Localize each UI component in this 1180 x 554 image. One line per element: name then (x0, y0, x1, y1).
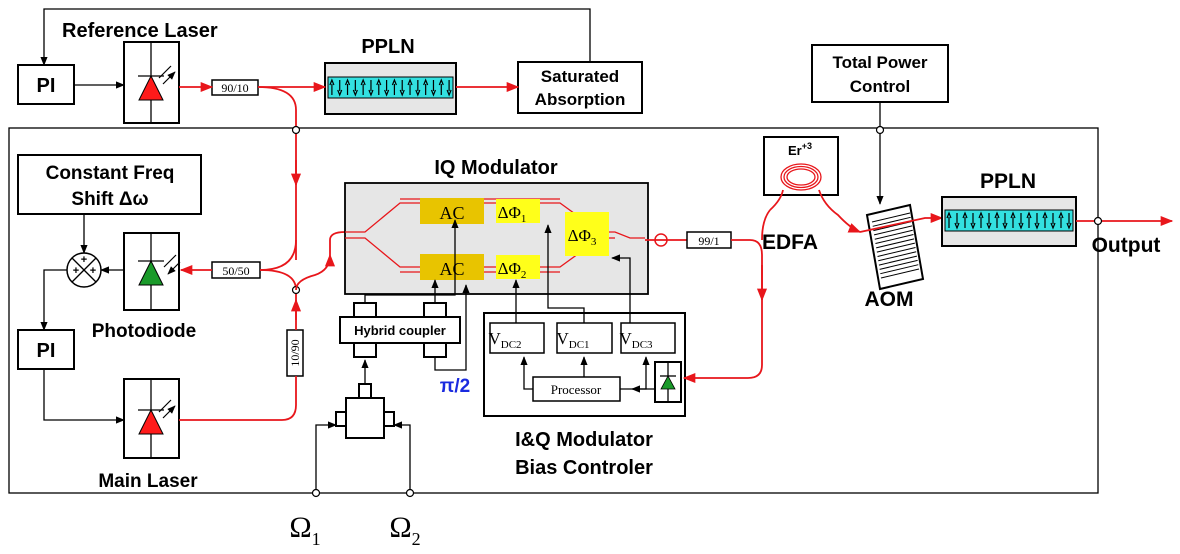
pi-top-label: PI (37, 75, 56, 97)
omega2-label: Ω2 (389, 511, 420, 549)
iq-modulator-title: IQ Modulator (434, 157, 558, 179)
reference-laser-diode (123, 41, 179, 124)
coupler-99-1-label: 99/1 (698, 234, 719, 248)
bias-label-1: I&Q Modulator (515, 429, 653, 451)
coupler-10-90 (286, 329, 304, 377)
pi-half-label: π/2 (440, 376, 470, 397)
phase3-label: ΔΦ3 (568, 226, 597, 248)
vdc3-label: VDC3 (619, 329, 653, 351)
coupler-50-50-label: 50/50 (222, 264, 249, 278)
coupler-90-10-label: 90/10 (221, 81, 248, 95)
processor-label: Processor (551, 382, 602, 397)
phase-shifter-3 (565, 212, 609, 256)
rf-splitter (335, 383, 395, 439)
vdc3-box (620, 322, 676, 354)
aom-label: AOM (865, 288, 914, 311)
vdc1-label: VDC1 (556, 329, 589, 351)
constant-freq-box (17, 154, 202, 215)
pi-left-label: PI (37, 340, 56, 362)
ac-top-label: AC (439, 203, 464, 223)
svg-text:+: + (81, 254, 87, 266)
phase-shifter-2 (496, 255, 540, 279)
total-power-box (811, 44, 949, 103)
svg-text:+: + (90, 265, 96, 277)
reference-laser-label: Reference Laser (62, 20, 218, 42)
ac-bottom-label: AC (439, 259, 464, 279)
ppln-right-label: PPLN (980, 170, 1036, 193)
main-laser-label: Main Laser (98, 471, 198, 492)
constant-freq-label-1: Constant Freq (46, 163, 175, 184)
svg-text:+: + (73, 265, 79, 277)
phase-shifter-1 (496, 199, 540, 223)
total-power-label-2: Control (850, 77, 910, 96)
photodiode (123, 232, 181, 311)
er-label: Er+3 (788, 141, 812, 158)
ppln-top-label: PPLN (361, 36, 414, 58)
hybrid-coupler-label: Hybrid coupler (354, 323, 446, 338)
ppln-right-crystal (944, 209, 1074, 232)
vdc2-box (489, 322, 545, 354)
total-power-label-1: Total Power (832, 53, 927, 72)
pi-left-box (17, 329, 75, 370)
ac-bottom-electrode (420, 254, 484, 280)
aom (865, 203, 925, 291)
coupler-10-90-label: 10/90 (288, 339, 302, 366)
phase2-label: ΔΦ2 (498, 259, 527, 281)
output-label: Output (1092, 234, 1161, 257)
mixer-symbol: + + + (66, 252, 102, 288)
saturated-absorption-box (517, 61, 643, 114)
vdc2-label: VDC2 (488, 329, 521, 351)
omega1-label: Ω1 (289, 511, 320, 549)
ppln-top-crystal (327, 76, 454, 99)
bias-label-2: Bias Controler (515, 457, 653, 479)
bias-photodiode (654, 361, 682, 403)
constant-freq-label-2: Shift Δω (71, 189, 148, 210)
saturated-label-2: Absorption (535, 90, 626, 109)
system-enclosure (8, 127, 1099, 494)
erbium-fiber-coil (780, 163, 822, 191)
hybrid-coupler (339, 302, 461, 358)
main-laser-diode (123, 378, 179, 459)
phase1-label: ΔΦ1 (498, 203, 527, 225)
saturated-label-1: Saturated (541, 67, 619, 86)
photodiode-label: Photodiode (92, 321, 196, 342)
feedback-wire-top (40, 8, 591, 66)
edfa-label: EDFA (762, 231, 818, 254)
